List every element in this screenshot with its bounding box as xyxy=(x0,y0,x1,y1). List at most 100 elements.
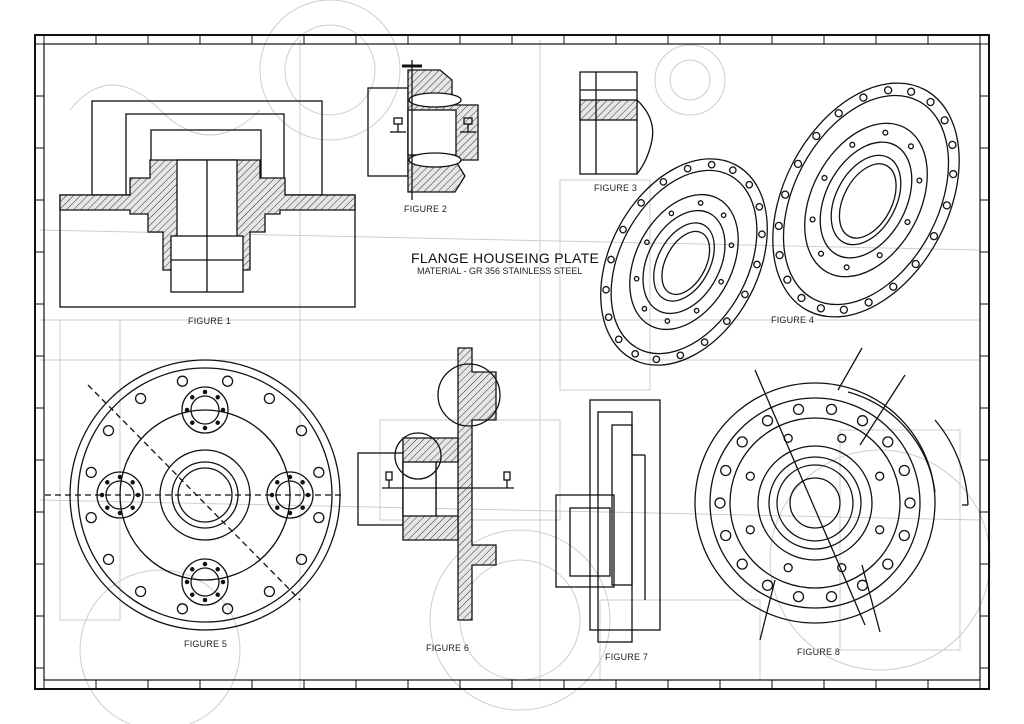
bolt-hole xyxy=(949,169,958,179)
bolt-hole xyxy=(837,433,847,443)
bolt-hole xyxy=(641,305,648,312)
bolt-hole xyxy=(825,590,838,603)
bolt-hole xyxy=(720,529,732,542)
bolt-hole xyxy=(793,159,803,169)
frame-ticks xyxy=(35,35,989,689)
figure-1-label: FIGURE 1 xyxy=(188,316,232,326)
bolt-hole xyxy=(683,164,692,173)
bolt-hole xyxy=(652,355,661,364)
figure-6-drawing xyxy=(357,347,514,621)
bolt-boss xyxy=(266,471,314,519)
bolt-hole xyxy=(604,313,613,322)
bolt-hole xyxy=(631,349,640,358)
bolt-hole xyxy=(825,403,838,416)
bolt-hole xyxy=(758,230,766,239)
bolt-hole xyxy=(644,239,650,246)
bolt-hole xyxy=(837,563,847,573)
bolt-hole xyxy=(697,200,704,206)
bolt-hole xyxy=(926,97,935,107)
figure-2-label: FIGURE 2 xyxy=(404,204,448,214)
bolt-hole xyxy=(856,415,869,427)
bolt-hole xyxy=(736,558,748,570)
bolt-hole xyxy=(728,242,735,249)
sheet-frame xyxy=(34,34,990,690)
bolt-hole xyxy=(633,275,640,282)
bolt-hole xyxy=(882,558,894,570)
bolt-hole xyxy=(700,338,709,346)
bolt-hole xyxy=(745,525,755,535)
bolt-hole xyxy=(809,216,816,223)
bolt-hole xyxy=(898,529,910,542)
bolt-hole xyxy=(774,221,783,231)
figure-7-drawing xyxy=(555,399,661,643)
bolt-hole xyxy=(839,305,849,314)
bolt-hole xyxy=(741,290,749,299)
bolt-hole xyxy=(797,293,806,303)
bolt-hole xyxy=(942,201,951,210)
bolt-hole xyxy=(295,553,308,566)
figure-8-drawing xyxy=(694,347,969,641)
bolt-hole xyxy=(783,275,792,284)
bolt-boss xyxy=(181,386,229,434)
bolt-hole xyxy=(904,219,911,226)
figure-1-drawing xyxy=(59,100,356,308)
bolt-hole xyxy=(602,285,610,294)
bolt-hole xyxy=(619,225,627,234)
bolt-hole xyxy=(134,585,147,598)
bolt-hole xyxy=(948,140,957,150)
bolt-hole xyxy=(102,553,115,566)
bolt-hole xyxy=(812,131,821,141)
bolt-hole xyxy=(85,511,97,524)
figure-6-label: FIGURE 6 xyxy=(426,643,470,653)
bolt-hole xyxy=(889,282,898,291)
figure-4-drawing xyxy=(600,82,960,366)
bolt-hole xyxy=(102,424,115,437)
bolt-hole xyxy=(843,264,850,271)
bolt-hole xyxy=(882,129,889,136)
drawing-title: FLANGE HOUSEING PLATE xyxy=(411,250,600,266)
bolt-hole xyxy=(864,298,873,307)
bolt-hole xyxy=(753,260,761,269)
bolt-hole xyxy=(916,177,923,184)
bolt-hole xyxy=(856,579,869,591)
bolt-hole xyxy=(783,563,793,573)
bolt-hole xyxy=(263,392,276,405)
bolt-hole xyxy=(720,212,727,219)
figure-3-label: FIGURE 3 xyxy=(594,183,638,193)
bolt-hole xyxy=(176,375,189,387)
bolt-hole xyxy=(313,466,325,479)
bolt-boss xyxy=(96,471,144,519)
bolt-hole xyxy=(720,464,732,477)
bolt-hole xyxy=(929,231,939,241)
bolt-hole xyxy=(781,190,790,199)
bolt-hole xyxy=(736,436,748,448)
bolt-hole xyxy=(875,471,885,481)
bolt-hole xyxy=(906,87,916,96)
bolt-hole xyxy=(221,603,234,615)
bolt-hole xyxy=(313,511,325,524)
bolt-hole xyxy=(134,392,147,405)
bolt-hole xyxy=(668,210,675,217)
bolt-hole xyxy=(817,250,825,257)
figure-7-label: FIGURE 7 xyxy=(605,652,649,662)
bolt-hole xyxy=(907,143,915,150)
bolt-hole xyxy=(755,202,764,211)
bolt-hole xyxy=(783,433,793,443)
bolt-hole xyxy=(637,199,645,207)
bolt-hole xyxy=(607,255,615,264)
bolt-hole xyxy=(614,335,623,344)
bolt-hole xyxy=(821,174,828,181)
bolt-hole xyxy=(761,415,774,427)
figure-8-label: FIGURE 8 xyxy=(797,647,841,657)
bolt-hole xyxy=(718,278,724,285)
bolt-hole xyxy=(792,403,805,416)
bolt-hole xyxy=(707,160,716,169)
bolt-hole xyxy=(723,317,731,325)
figure-5-drawing xyxy=(45,359,345,631)
material-spec: MATERIAL - GR 356 STAINLESS STEEL xyxy=(417,266,583,276)
bolt-hole xyxy=(659,178,668,186)
bolt-hole xyxy=(85,466,97,479)
figure-5-label: FIGURE 5 xyxy=(184,639,228,649)
bolt-hole xyxy=(775,250,784,260)
bolt-hole xyxy=(792,590,805,603)
